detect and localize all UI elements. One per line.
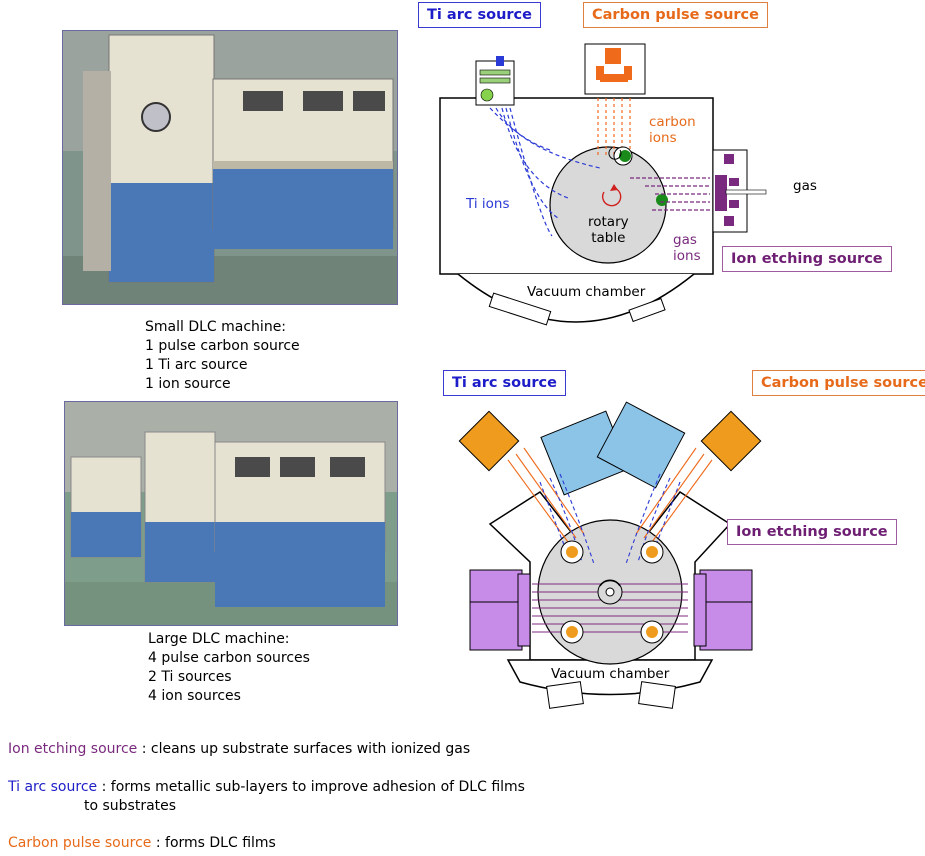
- legend-carbon-pulse: Carbon pulse source : forms DLC films: [8, 835, 276, 851]
- caption-line: 1 ion source: [145, 376, 231, 392]
- caption-line: 1 Ti arc source: [145, 357, 248, 373]
- caption-line: 4 pulse carbon sources: [148, 650, 310, 666]
- vacuum-chamber-label: Vacuum chamber: [551, 666, 670, 682]
- small-machine-diagram: [439, 43, 767, 326]
- large-machine-diagram: [458, 401, 762, 709]
- caption-title: Large DLC machine:: [148, 631, 290, 647]
- carbon-pulse-source-tag: Carbon pulse source: [752, 370, 925, 396]
- legend-key: Ion etching source: [8, 741, 138, 757]
- legend-text: cleans up substrate surfaces with ionize…: [150, 741, 471, 757]
- ion-etching-source-icon: [712, 149, 767, 233]
- carbon-ions-label: carbon ions: [649, 114, 696, 146]
- large-machine-caption: Large DLC machine: 4 pulse carbon source…: [148, 630, 310, 706]
- large-dlc-machine-photo: [64, 401, 398, 626]
- ti-ions-label: Ti ions: [466, 196, 510, 212]
- gas-ions-label: gas ions: [673, 232, 701, 264]
- vacuum-chamber-label: Vacuum chamber: [527, 284, 646, 300]
- legend-ti-arc: Ti arc source : forms metallic sub-layer…: [8, 779, 525, 814]
- carbon-pulse-source-icon: [584, 43, 646, 95]
- legend-ion-etching: Ion etching source : cleans up substrate…: [8, 741, 471, 757]
- legend-text: forms DLC films: [165, 835, 276, 851]
- ti-arc-source-tag: Ti arc source: [418, 2, 541, 28]
- small-machine-caption: Small DLC machine: 1 pulse carbon source…: [145, 318, 300, 394]
- legend-text: forms metallic sub-layers to improve adh…: [110, 779, 525, 795]
- machine-photo: [65, 402, 397, 625]
- legend-key: Carbon pulse source: [8, 835, 152, 851]
- ion-etching-source-tag: Ion etching source: [727, 519, 897, 545]
- small-dlc-machine-photo: [62, 30, 398, 305]
- caption-line: 2 Ti sources: [148, 669, 232, 685]
- ti-arc-source-icon: [475, 56, 515, 106]
- rotary-table-label: rotary table: [588, 214, 629, 246]
- rotary-arrow-icon: [599, 580, 621, 587]
- ti-arc-source-tag: Ti arc source: [443, 370, 566, 396]
- machine-photo: [63, 31, 397, 304]
- legend-text: to substrates: [84, 798, 177, 814]
- rotary-arrow-icon: [601, 187, 622, 207]
- caption-line: 4 ion sources: [148, 688, 241, 704]
- caption-line: 1 pulse carbon source: [145, 338, 300, 354]
- caption-title: Small DLC machine:: [145, 319, 287, 335]
- gas-label: gas: [793, 178, 817, 194]
- ion-etching-source-tag: Ion etching source: [722, 246, 892, 272]
- carbon-pulse-source-tag: Carbon pulse source: [583, 2, 768, 28]
- legend-key: Ti arc source: [8, 779, 98, 795]
